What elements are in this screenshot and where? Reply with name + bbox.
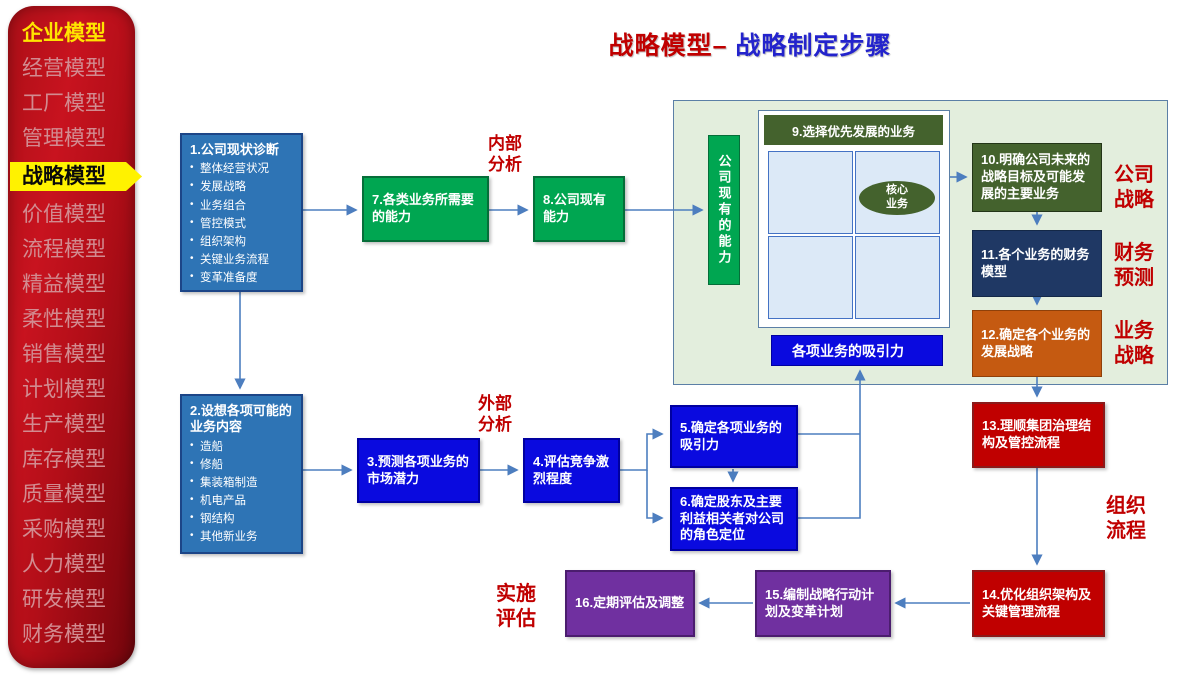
flow-box13-label: 13.理顺集团治理结构及管控流程 xyxy=(982,418,1092,450)
flow-box2-bullet: 造船 xyxy=(190,438,295,456)
flow-box2-business-ideas: 2.设想各项可能的业务内容 造船 修船 集装箱制造 机电产品 钢结构 其他新业务 xyxy=(180,394,303,554)
flow-capability-label: 公司现有的能力 xyxy=(716,154,732,266)
flow-box10-strategic-goals: 10.明确公司未来的战略目标及可能发展的主要业务 xyxy=(972,143,1102,212)
flow-box2-bullet: 钢结构 xyxy=(190,510,295,528)
flow-box5-label: 5.确定各项业务的吸引力 xyxy=(680,419,782,452)
arrow-box4-box5 xyxy=(620,428,664,471)
flow-box1-bullet: 发展战略 xyxy=(190,178,295,196)
sidebar-item-4-active[interactable]: 战略模型 xyxy=(10,162,142,191)
matrix-cell xyxy=(855,236,940,319)
flow-box2-bullet: 机电产品 xyxy=(190,492,295,510)
flow-attractiveness-bar: 各项业务的吸引力 xyxy=(771,335,943,366)
label-corporate-strategy: 公司战略 xyxy=(1114,164,1154,211)
sidebar-item-16[interactable]: 研发模型 xyxy=(22,587,106,611)
label-external-analysis: 外部分析 xyxy=(478,394,512,435)
flow-box11-label: 11.各个业务的财务模型 xyxy=(981,246,1090,279)
matrix-cell xyxy=(768,236,853,319)
page-title: 战略模型– 战略制定步骤 xyxy=(400,26,1100,62)
sidebar-item-1[interactable]: 经营模型 xyxy=(22,56,106,80)
matrix-grid xyxy=(768,151,940,319)
sidebar-item-8[interactable]: 柔性模型 xyxy=(22,307,106,331)
sidebar-item-12[interactable]: 库存模型 xyxy=(22,447,106,471)
flow-box16-label: 16.定期评估及调整 xyxy=(575,595,685,611)
flow-capability-vertical: 公司现有的能力 xyxy=(708,135,740,285)
flow-box4-competition: 4.评估竞争激烈程度 xyxy=(523,438,620,503)
sidebar-item-10[interactable]: 计划模型 xyxy=(22,377,106,401)
sidebar-item-5[interactable]: 价值模型 xyxy=(22,202,106,226)
flow-box3-market-potential: 3.预测各项业务的市场潜力 xyxy=(357,438,480,503)
flow-box2-bullet: 修船 xyxy=(190,456,295,474)
flow-box12-label: 12.确定各个业务的发展战略 xyxy=(981,326,1091,359)
sidebar-item-7[interactable]: 精益模型 xyxy=(22,272,106,296)
flow-box4-label: 4.评估竞争激烈程度 xyxy=(533,453,609,486)
flow-box5-attractiveness: 5.确定各项业务的吸引力 xyxy=(670,405,798,468)
flow-attractiveness-label: 各项业务的吸引力 xyxy=(792,342,904,359)
matrix-cell xyxy=(768,151,853,234)
label-org-process: 组织流程 xyxy=(1106,495,1146,542)
label-financial-forecast: 财务预测 xyxy=(1114,242,1154,289)
flow-box11-financial-model: 11.各个业务的财务模型 xyxy=(972,230,1102,297)
flow-box15-label: 15.编制战略行动计划及变革计划 xyxy=(765,586,875,619)
sidebar-item-14[interactable]: 采购模型 xyxy=(22,517,106,541)
flow-box1-diagnosis: 1.公司现状诊断 整体经营状况 发展战略 业务组合 管控模式 组织架构 关键业务… xyxy=(180,133,303,292)
flow-box1-bullet: 业务组合 xyxy=(190,197,295,215)
sidebar-item-6[interactable]: 流程模型 xyxy=(22,237,106,261)
sidebar-title: 企业模型 xyxy=(22,22,106,45)
flow-box3-label: 3.预测各项业务的市场潜力 xyxy=(367,453,469,486)
sidebar-item-11[interactable]: 生产模型 xyxy=(22,412,106,436)
flow-box15-action-plan: 15.编制战略行动计划及变革计划 xyxy=(755,570,891,637)
sidebar-item-13[interactable]: 质量模型 xyxy=(22,482,106,506)
flow-box9-priority-header: 9.选择优先发展的业务 xyxy=(764,115,943,145)
flow-box2-bullet: 其他新业务 xyxy=(190,528,295,546)
flow-box16-periodic-review: 16.定期评估及调整 xyxy=(565,570,695,637)
label-business-strategy: 业务战略 xyxy=(1114,320,1154,367)
label-implementation-review: 实施评估 xyxy=(496,583,536,630)
sidebar-item-17[interactable]: 财务模型 xyxy=(22,622,106,646)
arrow-box4-box6 xyxy=(646,470,664,524)
flow-box12-development-strategy: 12.确定各个业务的发展战略 xyxy=(972,310,1102,377)
flow-box8-current-capability: 8.公司现有能力 xyxy=(533,176,625,242)
sidebar-item-2[interactable]: 工厂模型 xyxy=(22,91,106,115)
sidebar: 企业模型 经营模型 工厂模型 管理模型 战略模型 价值模型 流程模型 精益模型 … xyxy=(8,6,135,668)
flow-box8-label: 8.公司现有能力 xyxy=(543,192,606,224)
flow-box1-bullet: 变革准备度 xyxy=(190,269,295,287)
flow-box2-bullet: 集装箱制造 xyxy=(190,474,295,492)
flow-box6-stakeholder-role: 6.确定股东及主要利益相关者对公司的角色定位 xyxy=(670,487,798,551)
flow-box14-org-optimization: 14.优化组织架构及关键管理流程 xyxy=(972,570,1105,637)
flow-box6-label: 6.确定股东及主要利益相关者对公司的角色定位 xyxy=(680,493,785,543)
flow-box1-bullet: 管控模式 xyxy=(190,215,295,233)
label-internal-analysis: 内部分析 xyxy=(488,134,522,175)
flow-box13-governance: 13.理顺集团治理结构及管控流程 xyxy=(972,402,1105,468)
flow-box14-label: 14.优化组织架构及关键管理流程 xyxy=(982,586,1092,619)
sidebar-item-15[interactable]: 人力模型 xyxy=(22,552,106,576)
flow-box1-bullet: 组织架构 xyxy=(190,233,295,251)
page-title-red: 战略模型– xyxy=(608,32,728,60)
flow-box10-label: 10.明确公司未来的战略目标及可能发展的主要业务 xyxy=(981,152,1091,201)
core-business-label: 核心业务 xyxy=(886,184,908,210)
priority-matrix: 9.选择优先发展的业务 核心业务 xyxy=(758,110,950,328)
page-title-blue: 战略制定步骤 xyxy=(727,32,892,60)
arrow-box6-attract xyxy=(798,369,866,519)
flow-box1-bullet: 整体经营状况 xyxy=(190,160,295,178)
flow-box1-title: 1.公司现状诊断 xyxy=(190,142,279,157)
flow-box7-label: 7.各类业务所需要的能力 xyxy=(372,192,474,224)
core-business-ellipse: 核心业务 xyxy=(859,181,935,215)
flow-box2-title: 2.设想各项可能的业务内容 xyxy=(190,403,292,435)
sidebar-item-9[interactable]: 销售模型 xyxy=(22,342,106,366)
flow-box7-required-capability: 7.各类业务所需要的能力 xyxy=(362,176,489,242)
flow-box1-bullet: 关键业务流程 xyxy=(190,251,295,269)
sidebar-item-3[interactable]: 管理模型 xyxy=(22,126,106,150)
